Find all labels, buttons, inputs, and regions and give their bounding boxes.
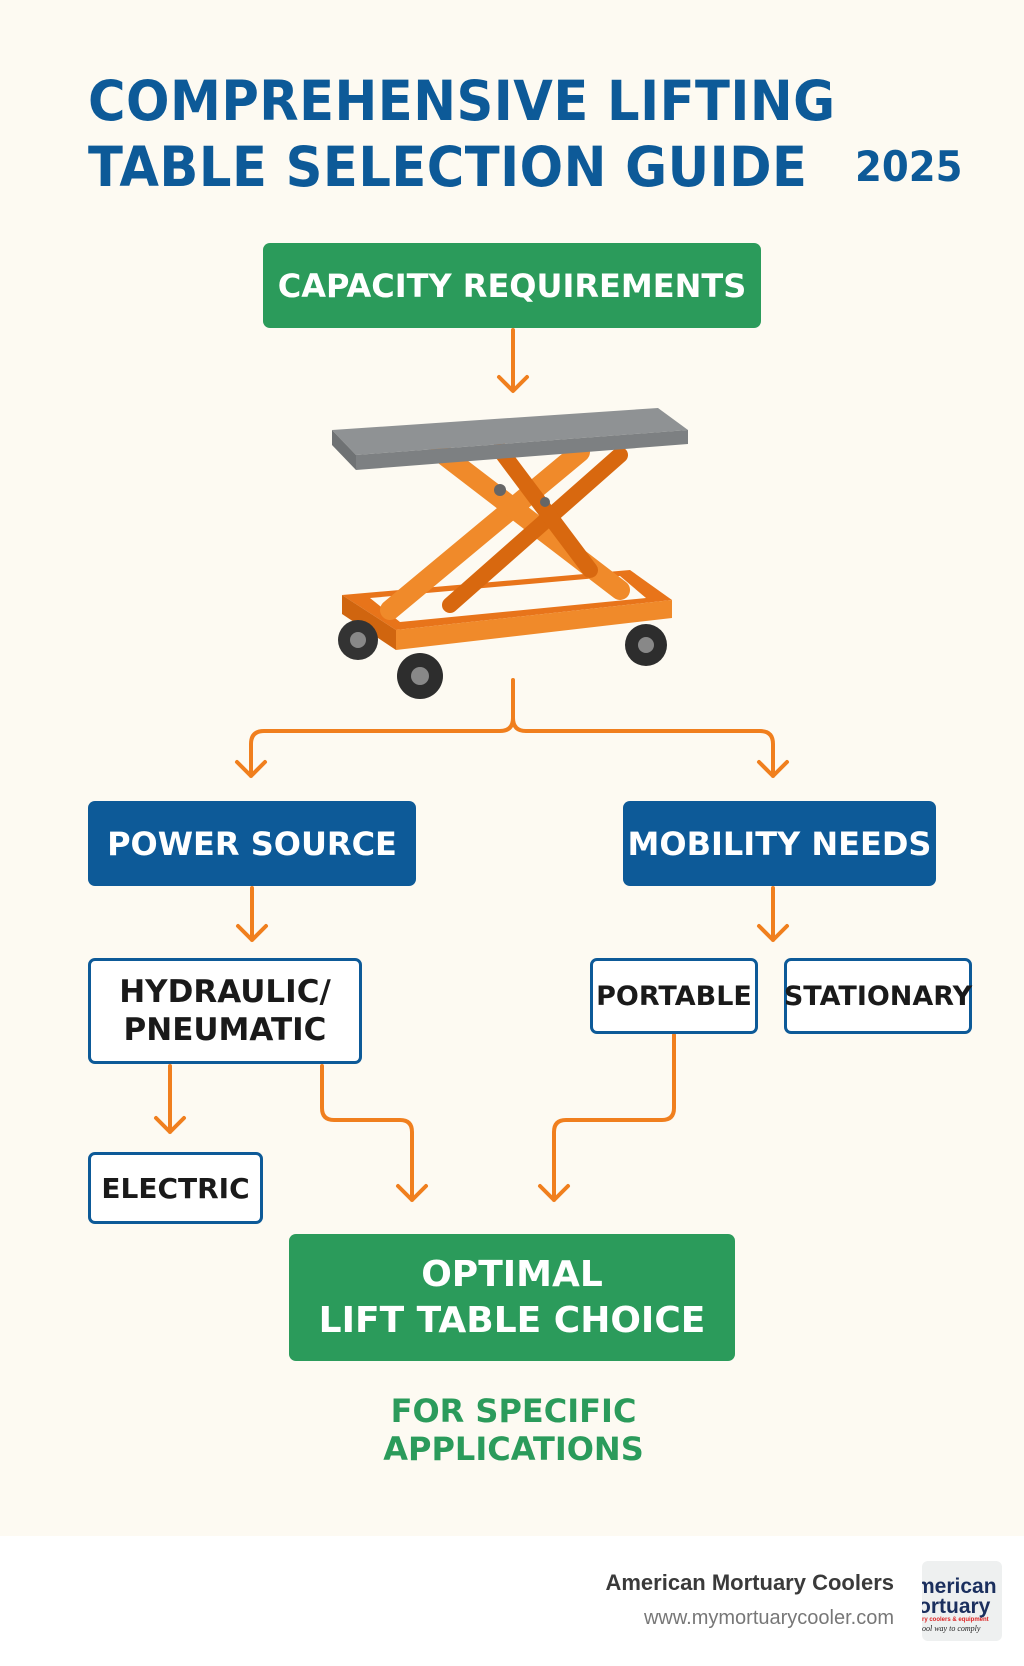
logo-text: ool way to comply	[922, 1624, 981, 1633]
node-portable: PORTABLE	[590, 958, 758, 1034]
footer-url[interactable]: www.mymortuarycooler.com	[643, 1607, 894, 1629]
footer	[0, 1536, 1024, 1666]
node-stationary: STATIONARY	[784, 958, 972, 1034]
tagline: FOR SPECIFIC APPLICATIONS	[383, 1392, 644, 1468]
title-line-1: COMPREHENSIVE LIFTING	[88, 69, 836, 133]
title-year: 2025	[855, 142, 963, 191]
node-label-line-1: HYDRAULIC/	[119, 974, 331, 1010]
page-title: COMPREHENSIVE LIFTING TABLE SELECTION GU…	[88, 68, 836, 200]
node-power-source: POWER SOURCE	[88, 801, 416, 886]
arrow-capacity-to-table	[497, 328, 529, 393]
node-electric: ELECTRIC	[88, 1152, 263, 1224]
logo-text: merican	[922, 1575, 997, 1598]
node-label: PORTABLE	[596, 980, 752, 1012]
arrow-hydraulic-to-electric	[154, 1064, 186, 1134]
logo-text: ry coolers & equipment	[922, 1617, 989, 1623]
node-label-line-2: PNEUMATIC	[123, 1012, 327, 1048]
node-hydraulic-pneumatic: HYDRAULIC/ PNEUMATIC	[88, 958, 362, 1064]
scissor-lift-table-illustration	[332, 408, 688, 699]
title-line-2: TABLE SELECTION GUIDE	[88, 135, 808, 199]
footer-brand: American Mortuary Coolers	[605, 1570, 894, 1595]
node-label-line-2: LIFT TABLE CHOICE	[318, 1299, 706, 1341]
node-label: POWER SOURCE	[107, 824, 397, 863]
arrow-power-to-hydraulic	[236, 886, 268, 942]
arrow-hydraulic-to-optimal	[320, 1064, 428, 1202]
node-capacity-requirements: CAPACITY REQUIREMENTS	[263, 243, 761, 328]
node-mobility-needs: MOBILITY NEEDS	[623, 801, 936, 886]
logo-text: ortuary	[922, 1595, 991, 1618]
node-label-line-1: OPTIMAL	[421, 1253, 603, 1295]
arrow-portable-to-optimal	[538, 1033, 676, 1202]
node-label: MOBILITY NEEDS	[627, 824, 932, 863]
arrow-mobility-to-options	[757, 886, 789, 942]
flow-connectors	[154, 328, 789, 1202]
node-optimal-lift-table-choice: OPTIMAL LIFT TABLE CHOICE	[289, 1234, 735, 1361]
node-label: ELECTRIC	[101, 1171, 250, 1205]
node-label: CAPACITY REQUIREMENTS	[277, 266, 747, 305]
branch-connector-right	[511, 716, 789, 778]
node-label: STATIONARY	[783, 980, 973, 1012]
company-logo: merican ortuary ry coolers & equipment o…	[922, 1561, 1002, 1641]
